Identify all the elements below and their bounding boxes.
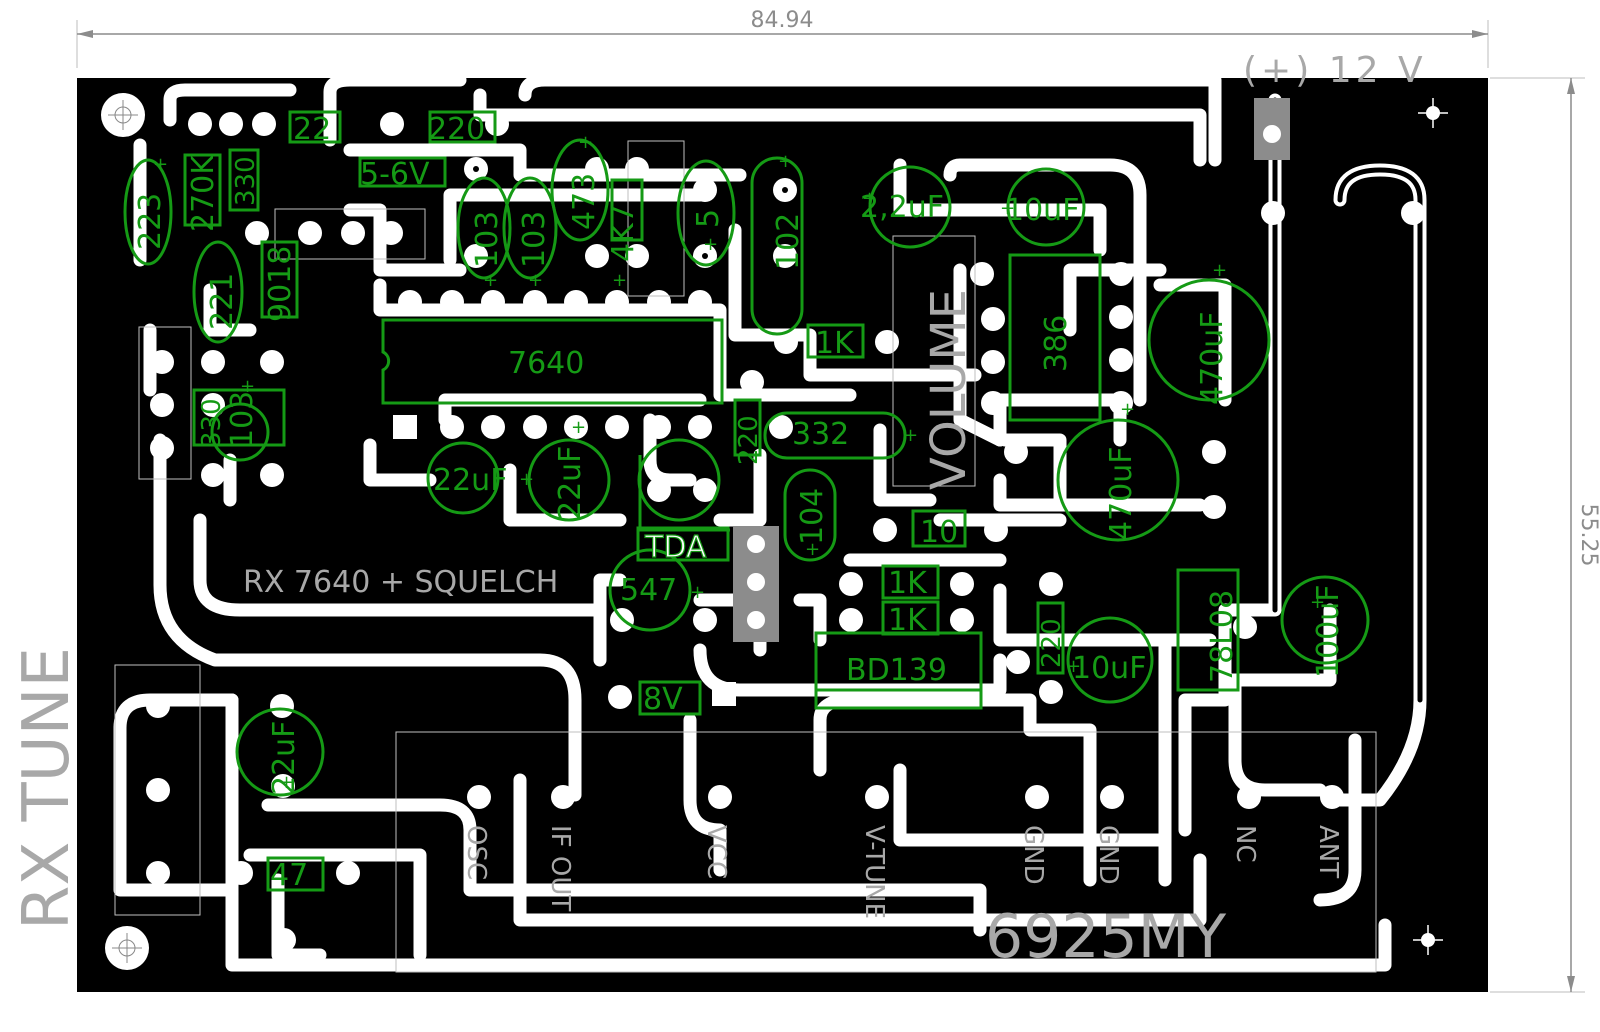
label-ic7640: 7640 bbox=[508, 346, 584, 381]
svg-text:+: + bbox=[1212, 260, 1227, 281]
polarity-marks: + + + + + + + + + + + + + + + + + + + + bbox=[153, 132, 1325, 793]
label-r330: 330 bbox=[231, 156, 261, 206]
label-c100uf: 100uF bbox=[1311, 584, 1346, 678]
label-c102: 102 bbox=[771, 213, 806, 270]
pads bbox=[101, 93, 1448, 970]
label-r220-low: 220 bbox=[1037, 618, 1067, 668]
label-r10: 10 bbox=[920, 515, 958, 550]
corner-title: 6925MY bbox=[985, 902, 1226, 972]
svg-text:+: + bbox=[571, 417, 586, 438]
label-r270k: 270K bbox=[186, 154, 221, 232]
label-c103b: 103 bbox=[517, 211, 552, 268]
label-r220-mid: 220 bbox=[734, 415, 764, 465]
svg-text:+: + bbox=[240, 376, 255, 397]
label-c103c: 103 bbox=[225, 391, 260, 448]
side-title: RX TUNE bbox=[10, 647, 84, 930]
svg-text:+: + bbox=[703, 234, 718, 255]
label-r1k-c: 1K bbox=[888, 603, 928, 638]
label-r22: 22 bbox=[293, 112, 331, 147]
svg-text:+: + bbox=[805, 539, 820, 560]
label-tda: TDA bbox=[644, 530, 707, 565]
connector-gnd1-label: GND bbox=[1018, 825, 1048, 885]
label-r1k-a: 1K bbox=[815, 326, 855, 361]
label-c470-mid: 470uF bbox=[1104, 446, 1139, 540]
label-q547: 547 bbox=[620, 573, 677, 608]
label-r220-top: 220 bbox=[428, 112, 485, 147]
label-r1k-b: 1K bbox=[888, 566, 928, 601]
connector-osc-label: OSC bbox=[461, 825, 491, 880]
svg-text:+: + bbox=[1066, 656, 1081, 677]
label-q9018: 9018 bbox=[263, 246, 298, 322]
label-c22uf-a: 22uF bbox=[433, 463, 507, 498]
connector-gnd2-label: GND bbox=[1093, 825, 1123, 885]
svg-text:+: + bbox=[153, 154, 168, 175]
connector-ant-label: ANT bbox=[1313, 825, 1343, 878]
svg-text:+: + bbox=[862, 188, 877, 209]
label-r221: 221 bbox=[205, 273, 240, 330]
mounting-holes bbox=[101, 93, 1448, 970]
connector-nc-label: NC bbox=[1230, 825, 1260, 863]
svg-text:+: + bbox=[279, 772, 294, 793]
label-r330b: 330 bbox=[197, 398, 227, 448]
svg-text:+: + bbox=[1000, 198, 1015, 219]
label-z8v: 8V bbox=[643, 682, 683, 717]
label-c22uf-b: 22uF bbox=[553, 446, 588, 520]
label-c223: 223 bbox=[133, 193, 168, 250]
label-c104: 104 bbox=[795, 488, 830, 545]
svg-text:+: + bbox=[578, 132, 593, 153]
label-c470-right: 470uF bbox=[1195, 311, 1230, 405]
label-c10uf-top: 10uF bbox=[1005, 193, 1079, 228]
label-bd139: BD139 bbox=[846, 653, 947, 688]
label-c103a: 103 bbox=[470, 211, 505, 268]
svg-text:+: + bbox=[1310, 592, 1325, 613]
label-l4k7: 4K7 bbox=[606, 204, 641, 262]
svg-text:+: + bbox=[519, 469, 534, 490]
connector-vcc-label: VCC bbox=[701, 825, 731, 879]
height-dimension: 55.25 bbox=[1576, 504, 1600, 567]
svg-text:+: + bbox=[1120, 399, 1135, 420]
svg-text:+: + bbox=[778, 151, 793, 172]
connector-if-out-label: IF OUT bbox=[545, 825, 575, 911]
label-r47: 47 bbox=[270, 858, 308, 893]
svg-text:+: + bbox=[483, 270, 498, 291]
label-c473: 473 bbox=[567, 173, 602, 230]
connector-labels: OSC IF OUT VCC V-TUNE GND GND NC ANT bbox=[461, 825, 1343, 919]
volume-label: VOLUME bbox=[921, 289, 977, 490]
dimension-lines: 84.94 55.25 bbox=[76, 8, 1600, 993]
label-reg78l08: 78L08 bbox=[1205, 590, 1240, 683]
label-c22uf-c: 22uF bbox=[267, 721, 302, 795]
label-ic386: 386 bbox=[1039, 315, 1074, 372]
label-c332: 332 bbox=[792, 417, 849, 452]
label-c5: 5 bbox=[691, 209, 726, 228]
width-dimension: 84.94 bbox=[751, 8, 814, 33]
label-zener: 5-6V bbox=[360, 157, 430, 192]
connector-v-tune-label: V-TUNE bbox=[859, 825, 889, 919]
svg-text:+: + bbox=[903, 425, 918, 446]
svg-text:+: + bbox=[612, 270, 627, 291]
label-c10uf-low: 10uF bbox=[1072, 651, 1146, 686]
svg-text:+: + bbox=[690, 582, 705, 603]
silkscreen-outlines bbox=[123, 110, 1370, 892]
power-label: (+) 12 V bbox=[1243, 50, 1427, 91]
board-title: RX 7640 + SQUELCH bbox=[243, 565, 558, 600]
label-c2u2: 2,2uF bbox=[860, 190, 944, 225]
svg-text:+: + bbox=[528, 270, 543, 291]
component-labels: 223 270K 330 22 220 5-6V 103 103 473 4K7… bbox=[133, 112, 1346, 893]
